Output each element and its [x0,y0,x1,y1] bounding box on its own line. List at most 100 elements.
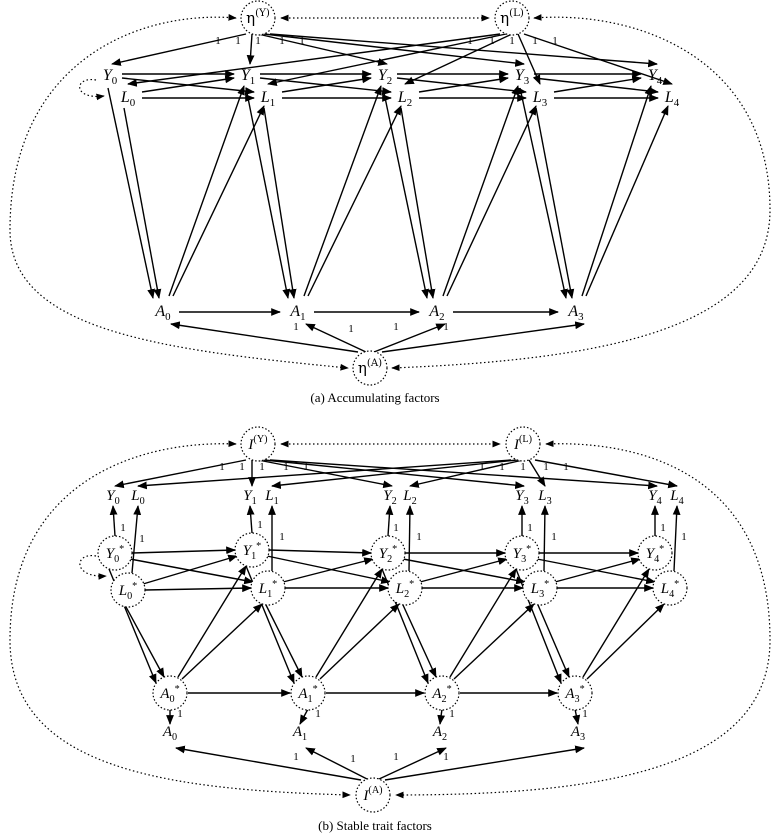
loading-label-IA0: 1 [293,751,299,763]
I-y-circle [240,426,276,462]
I-l-circle [505,426,541,462]
astar-ystar-1 [315,568,383,678]
l-y-2 [418,75,509,93]
loading-etaY-y3 [263,33,525,67]
a-y-3 [581,85,652,297]
loading-etaA-a1 [305,323,367,353]
l-a-0 [123,107,162,299]
loading-label-b0: 1 [219,461,225,473]
lat-l2-circle [387,570,423,606]
l-y-3 [553,75,642,93]
lat-obs-label-a0: 1 [177,708,183,720]
lstar-ystar-2 [419,557,508,583]
node-l4: L4 [664,89,680,109]
loading-label-b7: 1 [520,461,526,473]
lat-obs-label-l4: 1 [681,531,687,543]
a-l-0 [172,105,265,297]
lat-a2-circle [424,675,460,711]
lat-y0-circle [97,535,133,571]
node-l2: L2 [397,89,412,109]
edge-layer [9,14,771,799]
loading-etaY-y2 [257,33,388,66]
node-l0: L0 [120,89,136,109]
lat-y2-circle [370,535,406,571]
loading-etaA-a3 [381,321,585,353]
loading-IY-y0 [114,459,247,489]
lat-l3-circle [522,570,558,606]
lat-a1: A1* [297,684,317,705]
loading-label-b8: 1 [543,461,549,473]
loading-label-etaA3: 1 [443,321,449,333]
obs-y3: Y3 [515,488,528,507]
lstar-ystar-3 [554,557,641,583]
loading-etaL-l3 [517,33,541,85]
lat-obs-label-l2: 1 [416,531,422,543]
astar-ystar-0 [177,565,247,678]
ylat-yobs-1 [246,505,255,534]
loading-label-a4: 1 [299,35,305,47]
loading-IL-l2 [409,459,524,488]
a-y-0 [168,85,245,297]
llat-lobs-0 [131,505,142,574]
obs-l2: L2 [402,488,416,507]
node-y4: Y4 [648,67,663,87]
l-y-1 [281,75,372,93]
cov-IY-IA [9,440,351,799]
lstar-astar-1 [265,604,303,678]
loading-label-a0: 1 [215,35,221,47]
ystar-lstar-0 [129,558,254,585]
lstar-astar-2 [402,604,437,678]
a-l-3 [585,105,669,297]
obs-a2: A2 [432,724,447,743]
lat-obs-label-a2: 1 [449,708,455,720]
node-y1: Y1 [241,67,255,87]
I-y: I(Y) [247,434,267,453]
cov-IL-IA [395,440,771,799]
eta-a: η(A) [358,357,382,377]
eta-y-circle [240,0,276,36]
astar-ystar-3 [582,568,650,678]
lat-a2: A2* [431,684,451,705]
loading-label-a8: 1 [532,35,538,47]
loading-IA-a0 [175,745,362,781]
loading-etaY-y0 [111,33,247,66]
loading-label-b3: 1 [283,461,289,473]
loading-label-b6: 1 [499,461,505,473]
llat-lobs-4 [672,505,681,572]
obs-y4: Y4 [648,488,661,507]
I-a: I(A) [362,785,382,804]
ylat-yobs-2 [385,505,394,537]
lat-a0-circle [152,675,188,711]
lstar-ystar-0 [142,554,238,585]
lat-a3: A3* [564,684,584,705]
lat-a3-circle [557,675,593,711]
lat-y1: Y1* [243,541,262,562]
loading-etaA-a0 [170,321,359,353]
loading-label-a5: 1 [467,35,473,47]
l-a-1 [263,107,297,299]
lat-obs-label-y1: 1 [257,519,263,531]
lat-y2: Y2* [379,544,398,565]
loading-IA-a2 [376,747,447,781]
llat-lobs-3 [540,505,549,572]
node-a2: A2 [428,303,444,323]
alat-aobs-2 [437,708,446,725]
obs-a3: A3 [570,724,585,743]
loading-etaL-l0 [127,33,501,87]
lat-obs-label-y2: 1 [393,522,399,534]
lat-a0: A0* [159,684,179,705]
loading-etaL-l2 [404,33,513,85]
I-l: I(L) [513,434,532,453]
ystar-lstar-1 [266,555,391,585]
loading-etaL-l1 [267,33,507,87]
l-a-2 [400,107,436,299]
lat-l1: L1* [258,579,278,600]
loading-label-b9: 1 [563,461,569,473]
loading-label-b2: 1 [259,461,265,473]
y-a-2 [382,87,430,299]
loading-etaY-y1 [246,33,255,65]
obs-y1: Y1 [243,488,256,507]
cov-etaL-etaA [391,14,771,372]
node-y2: Y2 [378,67,392,87]
